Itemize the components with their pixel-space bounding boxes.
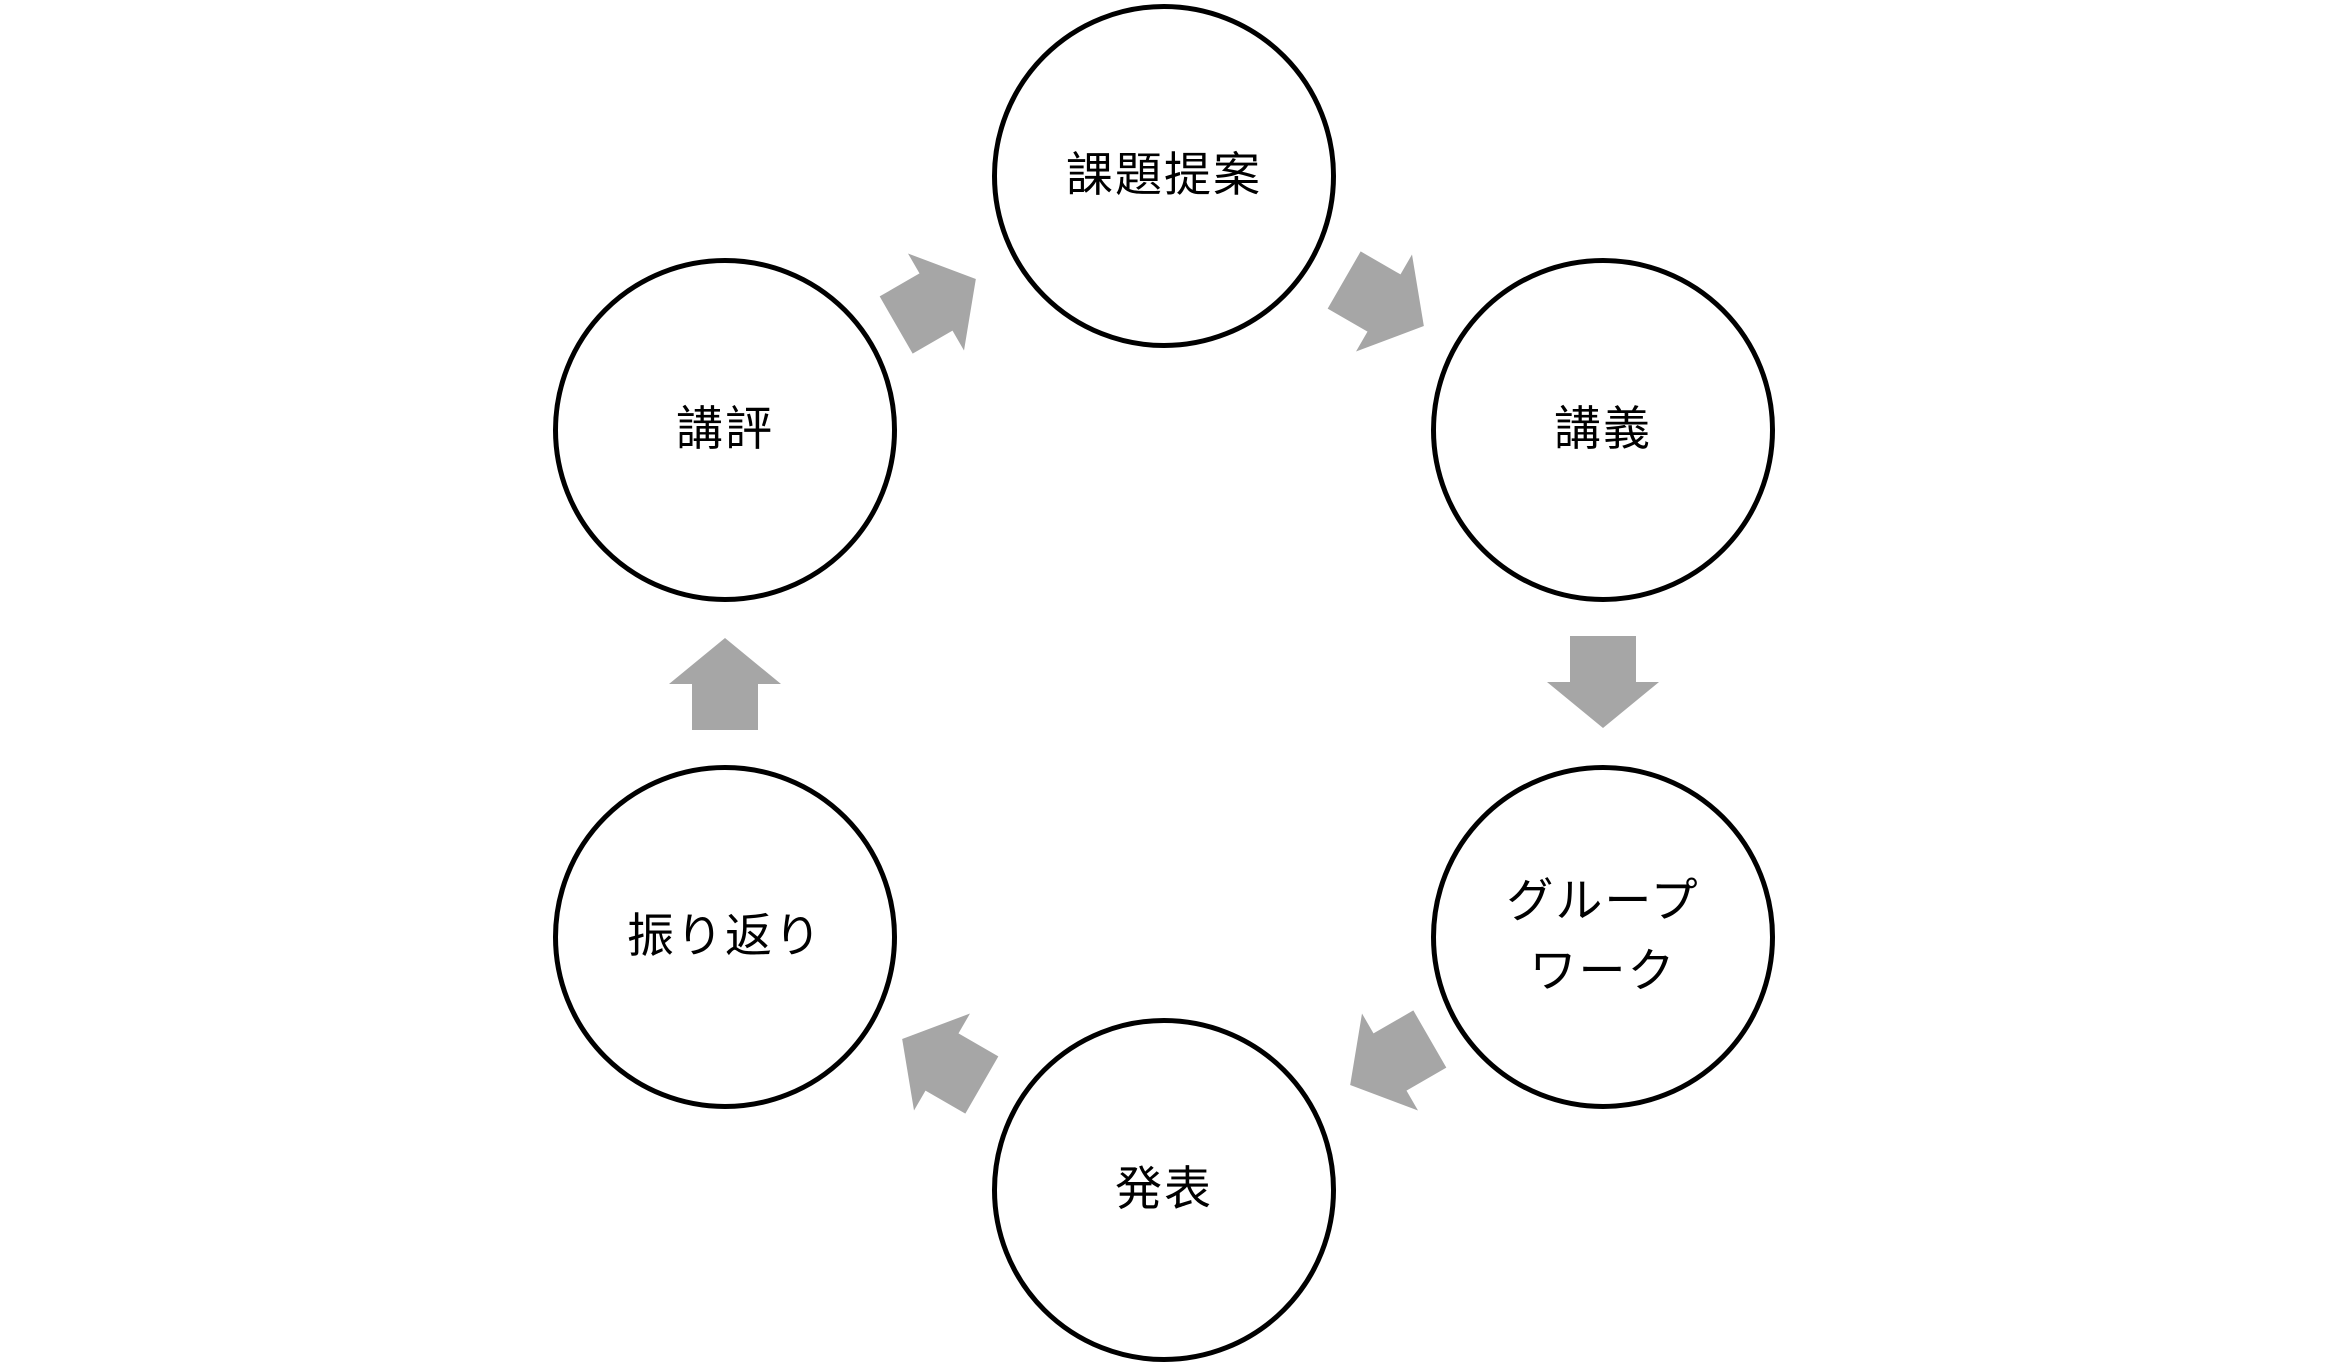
cycle-node-task-proposal: 課題提案 — [992, 4, 1336, 348]
cycle-node-lecture: 講義 — [1431, 258, 1775, 602]
cycle-node-group-work: グループ ワーク — [1431, 765, 1775, 1109]
cycle-node-critique: 講評 — [553, 258, 897, 602]
arrow-task-proposal-to-lecture-icon — [1327, 251, 1424, 352]
node-label-task-proposal: 課題提案 — [1066, 147, 1262, 203]
node-label-presentation: 発表 — [1115, 1161, 1213, 1217]
node-label-critique: 講評 — [676, 401, 774, 457]
arrow-presentation-to-reflection-icon — [902, 1013, 999, 1114]
arrow-group-work-to-presentation-icon — [1350, 1010, 1447, 1111]
node-label-group-work: グループ ワーク — [1506, 873, 1700, 1000]
arrow-lecture-to-group-work-icon — [1547, 636, 1659, 728]
arrow-reflection-to-critique-icon — [669, 638, 781, 730]
cycle-node-presentation: 発表 — [992, 1018, 1336, 1362]
node-label-reflection: 振り返り — [627, 908, 823, 964]
arrow-critique-to-task-proposal-icon — [879, 253, 976, 354]
cycle-node-reflection: 振り返り — [553, 765, 897, 1109]
node-label-lecture: 講義 — [1554, 401, 1652, 457]
